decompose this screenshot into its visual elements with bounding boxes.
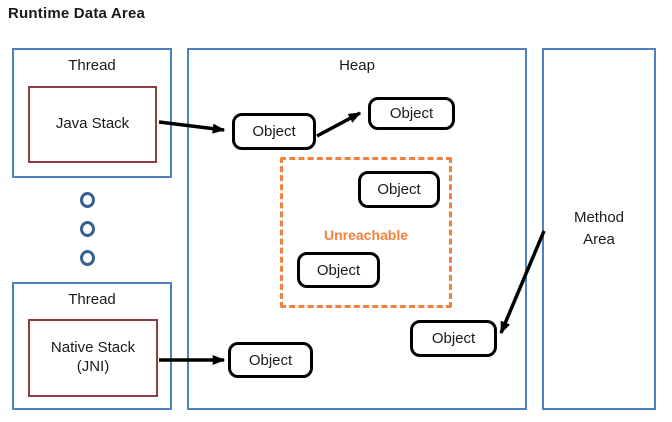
method-area-label: Method Area — [574, 207, 624, 251]
thread-bottom-label: Thread — [68, 291, 116, 308]
heap-label: Heap — [339, 57, 375, 74]
diagram-title: Runtime Data Area — [8, 5, 146, 22]
native-stack-line2: (JNI) — [76, 358, 110, 375]
object-label: Object — [389, 105, 434, 122]
thread-top-label: Thread — [68, 57, 116, 74]
method-area-line2: Area — [583, 231, 615, 248]
object-box-unreachable-2: Object — [297, 252, 380, 288]
object-label: Object — [252, 123, 296, 140]
native-stack-line1: Native Stack — [50, 339, 136, 357]
unreachable-label: Unreachable — [323, 227, 409, 243]
unreachable-zone — [280, 157, 452, 308]
java-stack-label: Java Stack — [55, 115, 130, 133]
native-stack-label: Native Stack (JNI) — [51, 339, 135, 377]
object-box-unreachable-1: Object — [358, 171, 440, 208]
java-stack-box: Java Stack — [28, 86, 157, 163]
thread-ellipsis-dot — [80, 250, 95, 266]
object-box-native: Object — [228, 342, 313, 378]
object-box-reachable-1: Object — [232, 113, 316, 150]
method-area-line1: Method — [573, 209, 625, 227]
thread-ellipsis-dot — [80, 192, 95, 208]
method-area-box: Method Area — [542, 48, 656, 410]
object-box-method-area: Object — [410, 320, 497, 357]
native-stack-box: Native Stack (JNI) — [28, 319, 158, 397]
object-label: Object — [248, 351, 293, 369]
thread-ellipsis-dot — [80, 221, 95, 237]
object-label: Object — [316, 261, 361, 279]
object-label: Object — [431, 330, 476, 347]
object-label: Object — [377, 181, 421, 198]
object-box-reachable-2: Object — [368, 97, 455, 130]
